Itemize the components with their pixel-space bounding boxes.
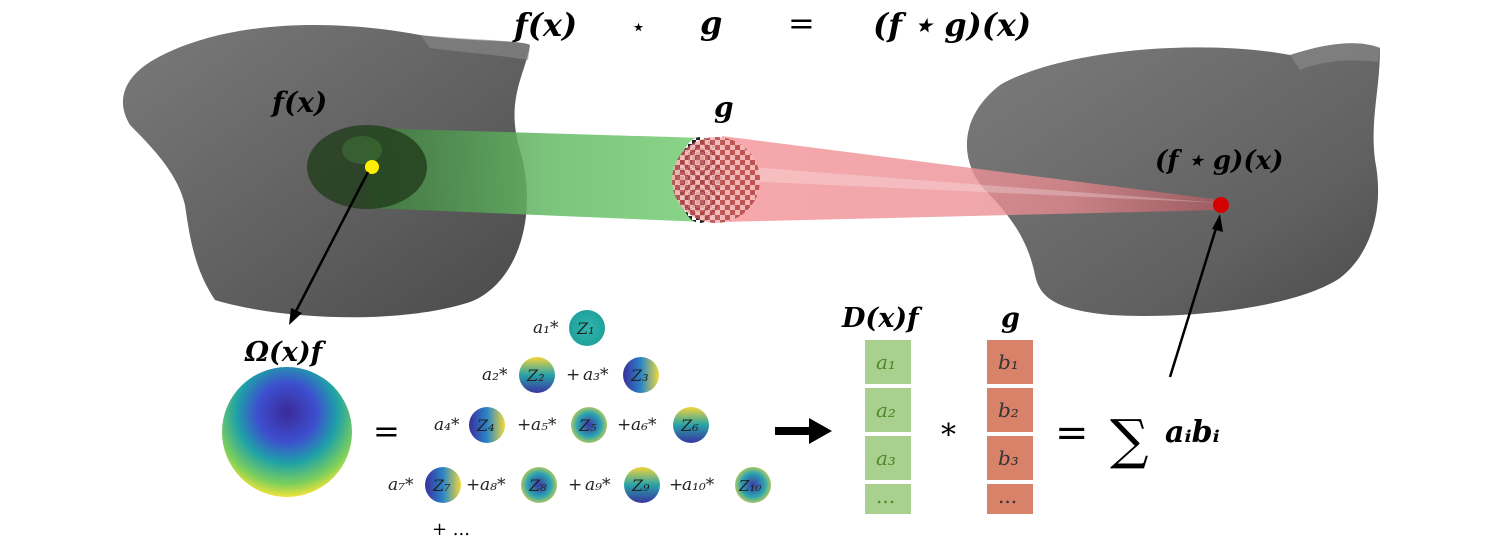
eq-result: (f ⋆ g)(x) <box>873 6 1031 44</box>
red-kernel-beam <box>722 136 1221 222</box>
z-label-1: Z₁ <box>576 319 595 338</box>
arrow-up-icon <box>1212 214 1223 232</box>
kernel-disc <box>672 137 760 223</box>
coef-a7: a₇* <box>388 475 414 495</box>
coef-a2: a₂* <box>482 365 508 385</box>
eq-g: g <box>700 4 722 42</box>
zernike-z10 <box>735 467 771 503</box>
plus-a3: + <box>566 365 580 385</box>
point-red <box>1213 197 1229 213</box>
label-omega: Ω(x)f <box>244 337 327 368</box>
big-right-arrow-icon <box>775 418 832 444</box>
coef-a10: a₁₀* <box>682 475 715 495</box>
plus-a6: + <box>617 415 631 435</box>
arrow-down-icon <box>289 308 302 325</box>
zernike-z4 <box>469 407 505 443</box>
z-label-5: Z₅ <box>578 416 597 435</box>
vec-a-2: a₂ <box>876 398 896 422</box>
label-times: * <box>941 418 956 453</box>
coef-a3: a₃* <box>583 365 609 385</box>
eq-star: ⋆ <box>631 13 646 41</box>
vec-b-3: b₃ <box>998 446 1019 470</box>
coef-a8: a₈* <box>480 475 506 495</box>
vec-a-3: a₃ <box>876 446 896 470</box>
z-label-2: Z₂ <box>526 366 545 385</box>
omega-sphere <box>222 367 352 497</box>
z-label-7: Z₇ <box>432 476 451 495</box>
label-sum-symbol: ∑ <box>1110 408 1149 471</box>
zernike-basis <box>425 310 771 503</box>
label-descriptor-g: g <box>1001 303 1020 334</box>
label-sum-term: aᵢbᵢ <box>1165 415 1220 450</box>
kernel-vector-b <box>987 340 1033 514</box>
vec-a-1: a₁ <box>876 350 896 374</box>
label-kernel: g <box>714 91 734 124</box>
vec-b-4: ... <box>998 484 1017 508</box>
coef-a1: a₁* <box>533 318 559 338</box>
coef-a9: a₉* <box>585 475 611 495</box>
coef-a6: a₆* <box>631 415 657 435</box>
plus-a10: + <box>669 475 683 495</box>
right-surface <box>966 43 1380 316</box>
z-label-9: Z₉ <box>631 476 650 495</box>
zernike-z1 <box>569 310 605 346</box>
zernike-z7 <box>425 467 461 503</box>
eq-f: f(x) <box>512 6 577 44</box>
coef-a5: a₅* <box>531 415 557 435</box>
eq-equals: = <box>788 4 815 42</box>
label-tail: + ... <box>432 519 470 540</box>
point-yellow <box>365 160 379 174</box>
z-label-6: Z₆ <box>680 416 699 435</box>
z-label-10: Z₁₀ <box>738 477 761 495</box>
z-label-4: Z₄ <box>476 416 495 435</box>
plus-a9: + <box>568 475 582 495</box>
vec-b-2: b₂ <box>998 398 1019 422</box>
zernike-z3 <box>623 357 659 393</box>
label-f-point: f(x) <box>270 86 327 119</box>
coef-a4: a₄* <box>434 415 460 435</box>
label-equals-main: = <box>373 412 400 450</box>
zernike-z5 <box>571 407 607 443</box>
plus-a8: + <box>466 475 480 495</box>
zernike-z2 <box>519 357 555 393</box>
label-equals-sum: = <box>1055 410 1089 456</box>
zernike-z8 <box>521 467 557 503</box>
vec-b-1: b₁ <box>998 350 1019 374</box>
z-label-3: Z₃ <box>630 366 649 385</box>
zernike-z6 <box>673 407 709 443</box>
plus-a5: + <box>517 415 531 435</box>
zernike-z9 <box>624 467 660 503</box>
label-descriptor: D(x)f <box>841 303 923 334</box>
green-receptive-beam <box>370 128 705 222</box>
label-conv-point: (f ⋆ g)(x) <box>1155 146 1283 176</box>
descriptor-vector-a <box>865 340 911 514</box>
z-label-8: Z₈ <box>528 476 547 495</box>
vec-a-4: ... <box>876 484 895 508</box>
